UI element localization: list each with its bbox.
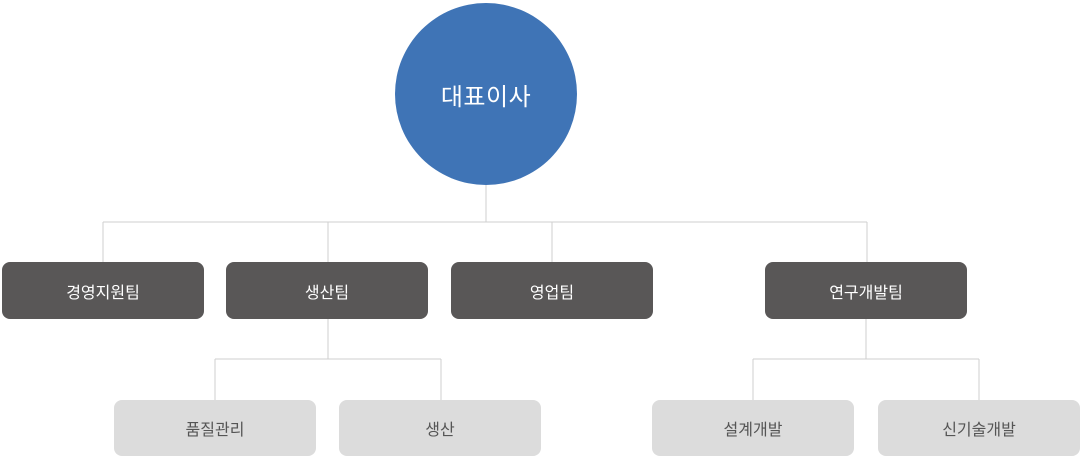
subteam-new-technology-development: 신기술개발	[878, 400, 1080, 456]
ceo-label: 대표이사	[440, 82, 532, 111]
ceo-node: 대표이사	[395, 3, 577, 185]
team-production: 생산팀	[226, 262, 428, 319]
team-management-support: 경영지원팀	[2, 262, 204, 319]
team-sales: 영업팀	[451, 262, 653, 319]
subteam-label: 품질관리	[185, 420, 245, 439]
team-label: 영업팀	[529, 282, 575, 302]
team-label: 생산팀	[304, 282, 350, 302]
subteam-label: 신기술개발	[942, 420, 1016, 439]
subteam-label: 설계개발	[723, 420, 783, 439]
team-label: 경영지원팀	[66, 282, 140, 302]
subteam-label: 생산	[425, 420, 455, 439]
subteam-design-development: 설계개발	[652, 400, 854, 456]
team-rnd: 연구개발팀	[765, 262, 967, 319]
subteam-production: 생산	[339, 400, 541, 456]
team-label: 연구개발팀	[829, 282, 903, 302]
subteam-quality-control: 품질관리	[114, 400, 316, 456]
